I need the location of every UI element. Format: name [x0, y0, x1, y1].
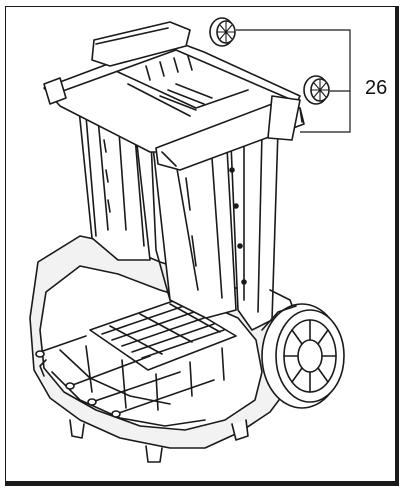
callout-bracket	[236, 29, 351, 133]
tray-grating	[85, 299, 237, 411]
left-handle-arm	[91, 21, 191, 67]
hub-cap-lower	[303, 75, 330, 105]
hub-cap-upper	[209, 17, 236, 47]
top-handle	[43, 39, 305, 171]
callout-number-26: 26	[365, 77, 388, 99]
support-rods	[35, 335, 215, 418]
wheel	[261, 303, 345, 409]
